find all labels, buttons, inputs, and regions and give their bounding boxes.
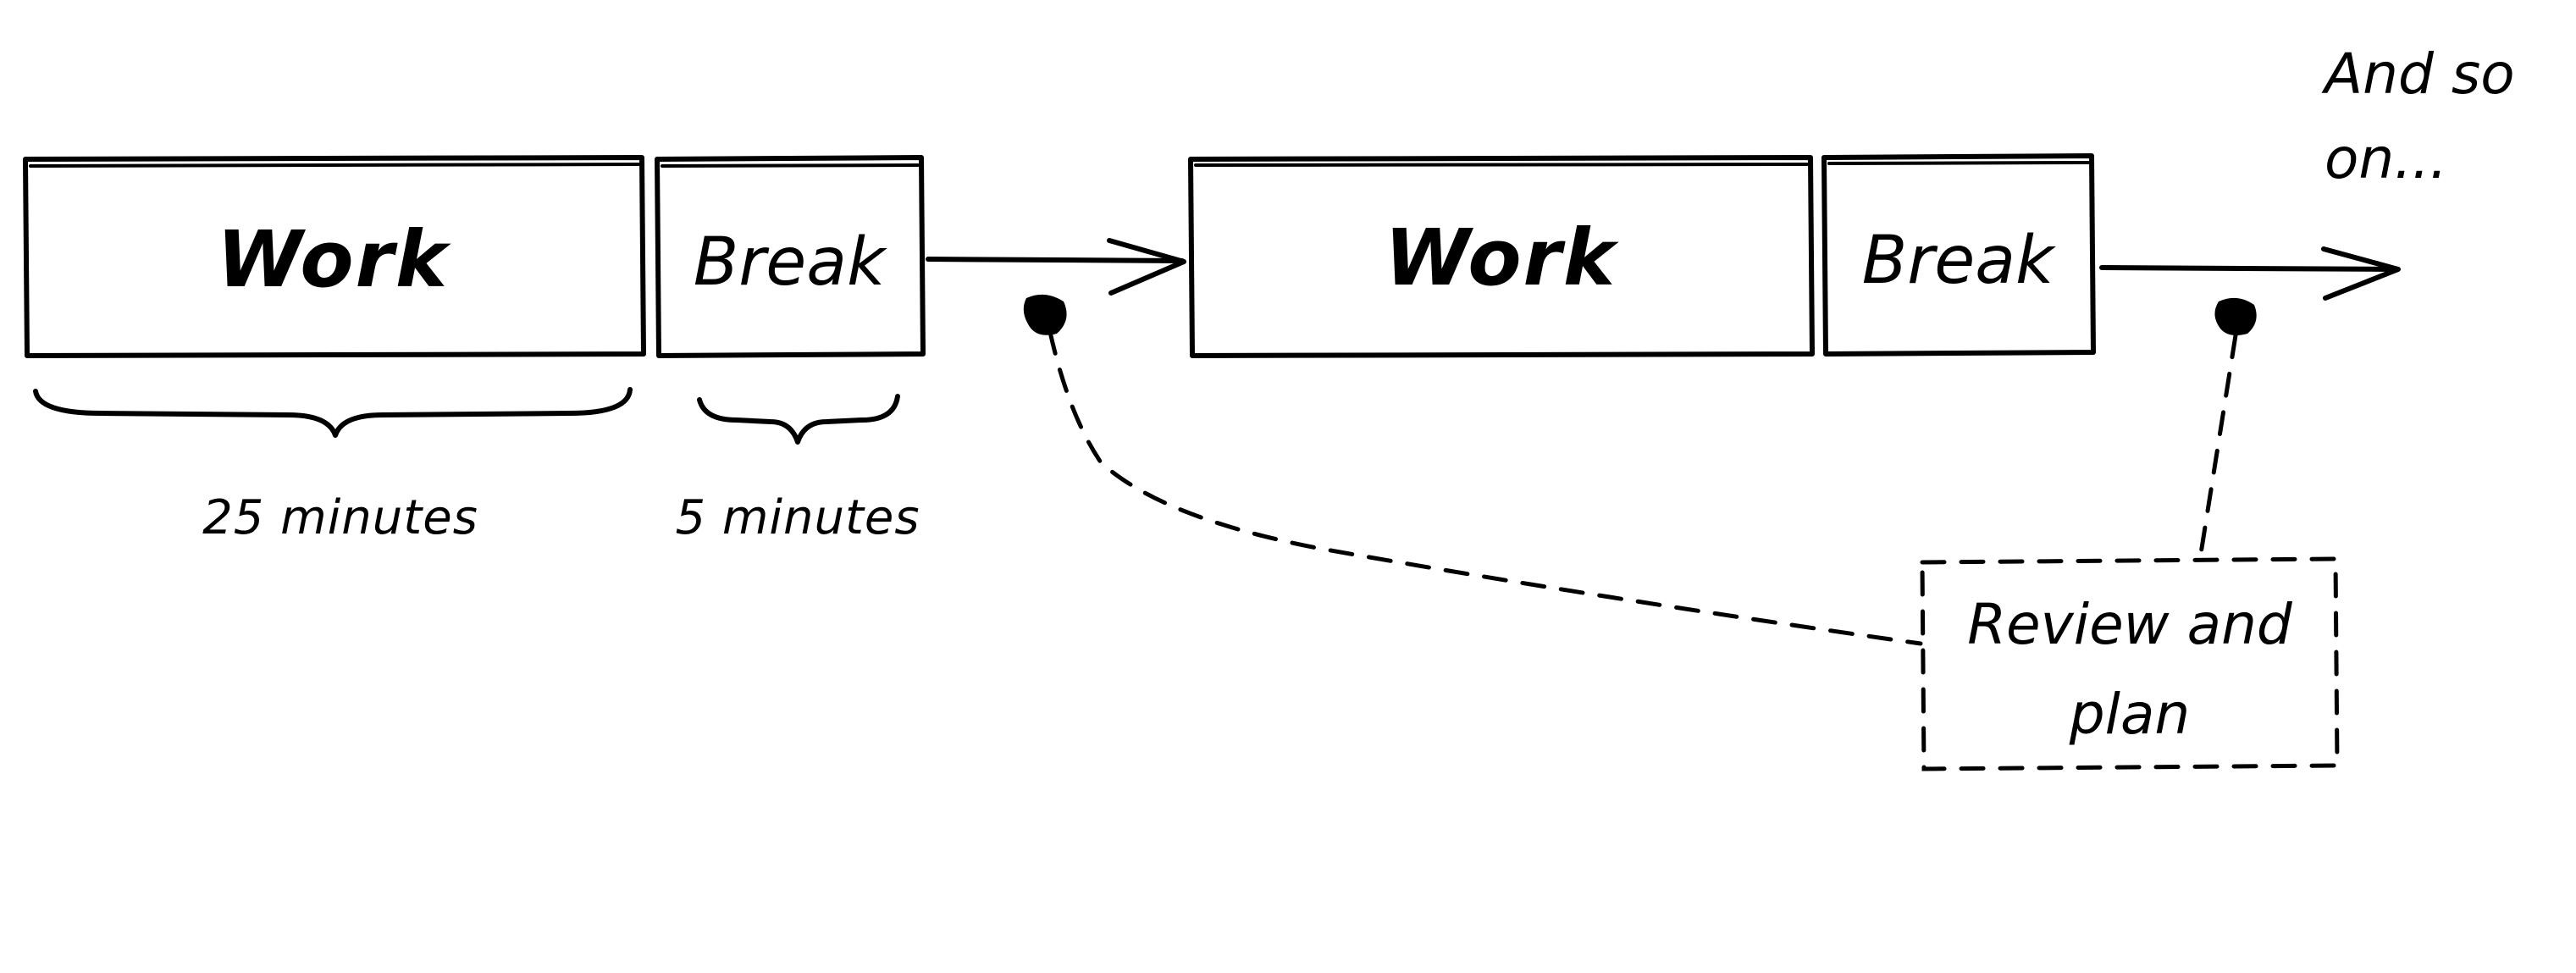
break-duration-label: 5 minutes [675, 490, 920, 545]
dashed-connector-1 [1048, 329, 1923, 646]
work-block-1-label: Work [217, 214, 451, 305]
arrow-1 [926, 238, 1186, 296]
arrow-2 [2099, 246, 2401, 301]
continuation-text-line1: And so [2321, 41, 2515, 107]
review-text-line1: Review and [1967, 592, 2293, 657]
work-block-2-label: Work [1385, 213, 1619, 303]
break-block-2-label: Break [1862, 223, 2056, 299]
work-block-2[interactable]: Work [1188, 155, 1815, 358]
review-text-line2: plan [2069, 682, 2191, 747]
break-block-1[interactable]: Break [655, 155, 926, 358]
break-duration-brace [697, 394, 900, 445]
review-and-plan-box[interactable]: Review and plan [1920, 556, 2340, 771]
work-duration-label: 25 minutes [202, 490, 478, 545]
continuation-text-line2: on... [2324, 126, 2447, 191]
connector-dot-1 [1023, 294, 1067, 335]
work-block-1[interactable]: Work [23, 155, 646, 358]
work-duration-brace [33, 387, 633, 438]
connector-dot-2 [2214, 297, 2257, 335]
dashed-connector-2 [2197, 333, 2238, 561]
break-block-1-label: Break [694, 224, 887, 301]
break-block-2[interactable]: Break [1821, 153, 2096, 357]
